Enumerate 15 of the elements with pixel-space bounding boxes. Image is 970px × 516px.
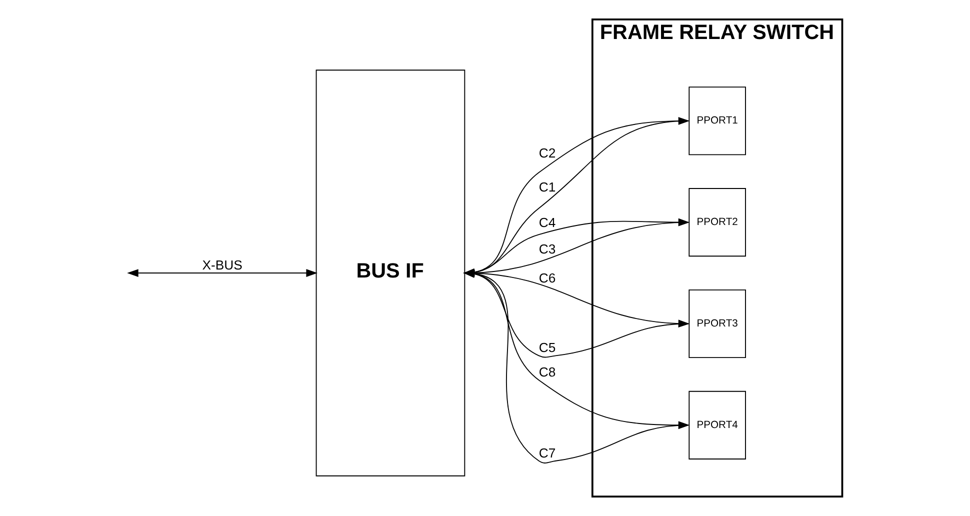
edge-label: X-BUS [202,257,242,272]
arrow [127,269,318,277]
edge-label: C5 [538,340,556,356]
node-box: PPORT4 [688,390,746,460]
node-box: PPORT3 [688,289,746,358]
edge-label: C8 [538,364,556,380]
edge-label: C3 [538,241,556,256]
edge-label: C7 [538,445,556,460]
edge-label: C1 [538,180,556,195]
edge-label: C4 [538,215,556,230]
node-box: PPORT1 [688,86,746,156]
node-box: BUS IF [316,70,466,476]
edge-label: C2 [538,146,556,161]
node-box: PPORT2 [688,188,746,257]
edge-label: C6 [538,270,556,286]
